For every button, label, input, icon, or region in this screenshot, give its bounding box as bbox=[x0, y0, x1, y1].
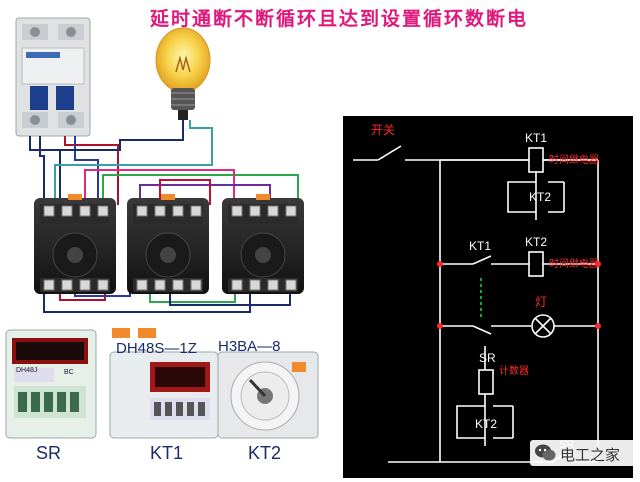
counter-sr-device bbox=[5, 329, 97, 439]
sch-kt2-desc: 时间继电器 bbox=[549, 257, 599, 270]
relay-socket-kt2 bbox=[222, 198, 304, 294]
relay-socket-sr bbox=[34, 198, 116, 294]
watermark: 电工之家 bbox=[530, 440, 638, 466]
socket-terminals bbox=[43, 205, 297, 291]
circuit-breaker bbox=[15, 17, 91, 137]
schematic-diagram: 开关 KT1 时间继电器 KT2 KT1 KT2 时间继电器 灯 SR 计数器 … bbox=[353, 123, 601, 463]
sch-kt2-contact-top: KT2 bbox=[529, 190, 551, 204]
wechat-icon bbox=[535, 444, 556, 461]
sr-model-tag: BC bbox=[64, 369, 74, 376]
sch-kt1-coil: KT1 bbox=[525, 131, 547, 145]
light-bulb-icon bbox=[155, 27, 211, 120]
sch-kt2-contact-bottom: KT2 bbox=[475, 417, 497, 431]
sch-kt1-desc: 时间继电器 bbox=[549, 153, 599, 166]
sch-sr-coil: SR bbox=[479, 351, 496, 365]
sch-sr-desc: 计数器 bbox=[499, 364, 529, 377]
sch-kt1-contact: KT1 bbox=[469, 239, 491, 253]
relay-socket-kt1 bbox=[127, 198, 209, 294]
schematic-panel: 开关 KT1 时间继电器 KT2 KT1 KT2 时间继电器 灯 SR 计数器 … bbox=[343, 116, 633, 478]
label-sr: SR bbox=[36, 443, 62, 463]
watermark-text: 电工之家 bbox=[560, 446, 621, 464]
sch-kt2-coil: KT2 bbox=[525, 235, 547, 249]
socket-clips bbox=[68, 194, 270, 200]
model-kt1: DH48S—1Z bbox=[116, 340, 197, 357]
sr-brand-tag: DH48J bbox=[16, 367, 38, 374]
timer-kt2-device bbox=[217, 351, 319, 439]
label-kt2: KT2 bbox=[248, 443, 282, 463]
sch-lamp-label: 灯 bbox=[535, 295, 547, 309]
page-title: 延时通断不断循环且达到设置循环数断电 bbox=[150, 8, 529, 30]
timer-kt1-device bbox=[109, 328, 219, 439]
wires bbox=[29, 120, 299, 313]
model-kt2: H3BA—8 bbox=[218, 338, 281, 355]
sch-switch-label: 开关 bbox=[371, 123, 395, 137]
label-kt1: KT1 bbox=[150, 443, 184, 463]
